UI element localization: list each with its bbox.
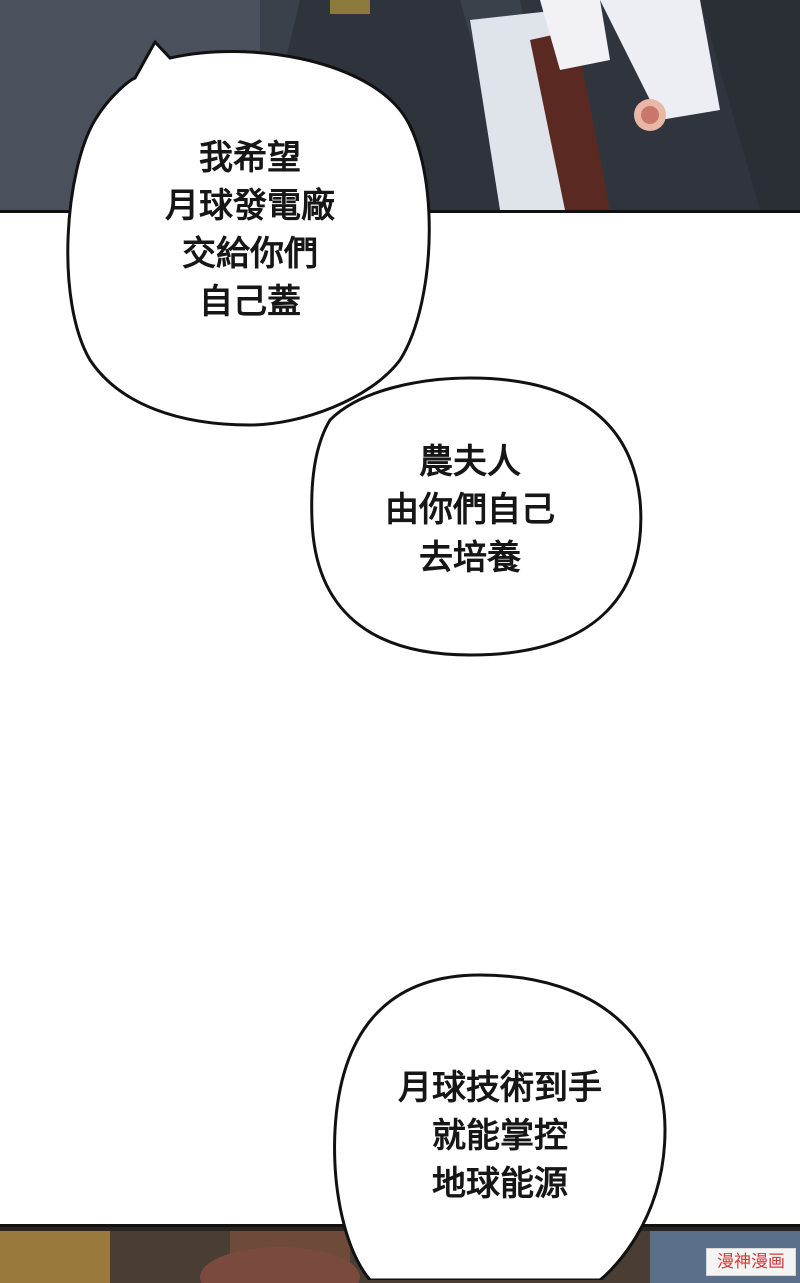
bubble-1-line-1: 我希望	[199, 138, 301, 178]
bubble-2-line-3: 去培養	[419, 538, 521, 578]
speech-bubble-2-text: 農夫人 由你們自己 去培養	[350, 438, 590, 582]
site-watermark: 漫神漫画	[706, 1248, 796, 1276]
speech-bubble-1-text: 我希望 月球發電廠 交給你們 自己蓋	[130, 134, 370, 326]
speech-bubble-3-text: 月球技術到手 就能掌控 地球能源	[360, 1064, 640, 1208]
bubble-1-line-3: 交給你們	[182, 234, 318, 274]
bubble-2-line-1: 農夫人	[419, 442, 521, 482]
bubble-2-line-2: 由你們自己	[385, 490, 555, 530]
speech-bubble-2-shape	[310, 376, 643, 657]
speech-bubble-1-shape	[66, 39, 431, 427]
bubble-1-line-4: 自己蓋	[199, 282, 301, 322]
bubble-3-line-2: 就能掌控	[432, 1116, 568, 1156]
bubble-1-line-2: 月球發電廠	[165, 186, 335, 226]
bubble-3-line-3: 地球能源	[432, 1164, 568, 1204]
bubble-3-line-1: 月球技術到手	[398, 1068, 602, 1108]
